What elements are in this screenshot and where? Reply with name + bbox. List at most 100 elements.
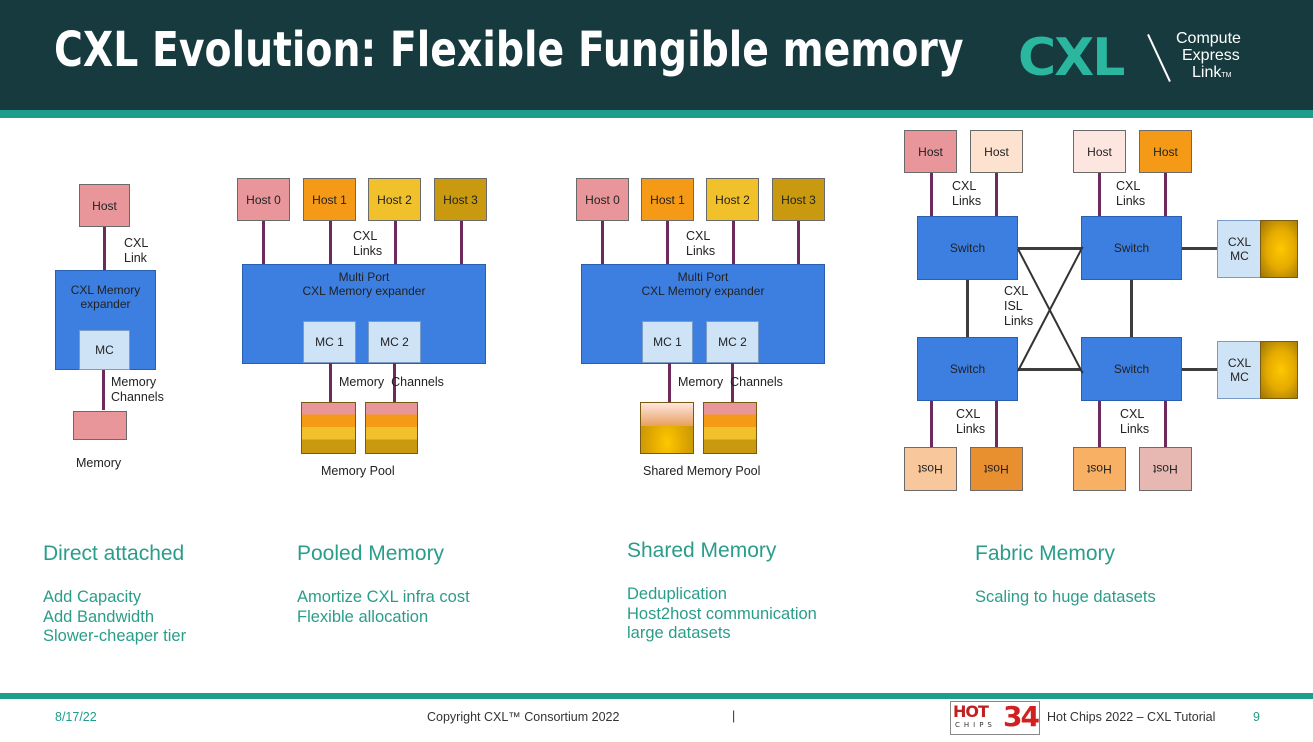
- pooled-host-2: Host 2: [368, 178, 421, 221]
- section-fabric-heading: Fabric Memory: [975, 542, 1116, 565]
- pooled-memory-stack-1: [301, 402, 356, 454]
- footer-stripe: [0, 693, 1313, 699]
- shared-link-1: [666, 221, 669, 265]
- fabric-link-top-3: [1098, 173, 1101, 217]
- bullet: Flexible allocation: [297, 607, 429, 626]
- shared-mc1: MC 1: [642, 321, 693, 363]
- fabric-mc-bottom: CXL MC: [1217, 341, 1262, 399]
- fabric-links-top-left-label: CXL Links: [952, 179, 982, 208]
- section-direct-heading: Direct attached: [43, 542, 185, 565]
- fabric-link-bottom-3: [1098, 401, 1101, 447]
- shared-host-3: Host 3: [772, 178, 825, 221]
- pooled-mc1: MC 1: [303, 321, 356, 363]
- pooled-link-2: [394, 221, 397, 265]
- section-shared-bullets: Deduplication Host2host communication la…: [627, 585, 817, 644]
- bullet: Amortize CXL infra cost: [297, 588, 470, 606]
- pooled-links-label: CXL Links: [353, 229, 383, 258]
- fabric-switch-bottom-right: Switch: [1081, 337, 1182, 401]
- fabric-switch-top-left: Switch: [917, 216, 1018, 280]
- pooled-link-1: [329, 221, 332, 265]
- fabric-mc-link-top: [1182, 247, 1217, 250]
- fabric-mc-link-bottom: [1182, 368, 1217, 371]
- bullet: Add Capacity: [43, 588, 142, 606]
- shared-host-0: Host 0: [576, 178, 629, 221]
- bullet: large datasets: [627, 624, 731, 642]
- fabric-host-bottom-3: Host: [1073, 447, 1126, 491]
- hot-chips-logo-hot: HOT: [953, 702, 989, 721]
- fabric-isl-right: [1130, 280, 1133, 337]
- shared-memory-stack: [703, 402, 757, 454]
- pooled-expander: Multi Port CXL Memory expander: [242, 264, 486, 364]
- shared-memory-block: [640, 402, 694, 454]
- shared-channel-2: [731, 363, 734, 403]
- fabric-mc-top: CXL MC: [1217, 220, 1262, 278]
- section-fabric-bullets: Scaling to huge datasets: [975, 588, 1156, 608]
- fabric-host-top-2: Host: [970, 130, 1023, 173]
- section-shared-heading: Shared Memory: [627, 539, 777, 562]
- section-pooled-bullets: Amortize CXL infra cost Flexible allocat…: [297, 588, 470, 627]
- fabric-link-bottom-2: [995, 401, 998, 447]
- shared-host-2: Host 2: [706, 178, 759, 221]
- fabric-link-top-2: [995, 173, 998, 217]
- fabric-host-bottom-1: Host: [904, 447, 957, 491]
- fabric-link-bottom-4: [1164, 401, 1167, 447]
- pooled-link-0: [262, 221, 265, 265]
- fabric-link-bottom-1: [930, 401, 933, 447]
- shared-link-0: [601, 221, 604, 265]
- shared-link-2: [732, 221, 735, 265]
- pooled-mc2: MC 2: [368, 321, 421, 363]
- logo-line-compute: Compute: [1176, 30, 1241, 47]
- direct-channel-line: [102, 370, 105, 410]
- direct-link-label: CXL Link: [124, 236, 149, 265]
- fabric-memory-bottom: [1260, 341, 1298, 399]
- hot-chips-logo: HOT CHIPS 34: [950, 700, 1040, 735]
- bullet: Add Bandwidth: [43, 607, 154, 626]
- slide-title: CXL Evolution: Flexible Fungible memory: [54, 22, 964, 78]
- fabric-link-top-1: [930, 173, 933, 217]
- footer-event: Hot Chips 2022 – CXL Tutorial: [1047, 710, 1216, 724]
- shared-mc2: MC 2: [706, 321, 759, 363]
- fabric-host-bottom-2: Host: [970, 447, 1023, 491]
- hot-chips-logo-chips: CHIPS: [955, 721, 996, 729]
- fabric-isl-bottom: [1018, 368, 1081, 371]
- shared-channel-1: [668, 363, 671, 403]
- fabric-link-top-4: [1164, 173, 1167, 217]
- slide-header: [0, 0, 1313, 110]
- direct-host: Host: [79, 184, 130, 227]
- logo-mark: CXL: [1018, 28, 1125, 88]
- direct-expander: CXL Memory expander: [55, 270, 156, 370]
- section-pooled-heading: Pooled Memory: [297, 542, 445, 565]
- logo-wordmark: Compute Express LinkTM: [1176, 30, 1241, 84]
- bullet: Deduplication: [627, 585, 727, 603]
- fabric-host-top-4: Host: [1139, 130, 1192, 173]
- direct-memory-block: [73, 411, 127, 440]
- pooled-memory-stack-2: [365, 402, 418, 454]
- pooled-pool-label: Memory Pool: [321, 464, 395, 478]
- shared-host-1: Host 1: [641, 178, 694, 221]
- fabric-links-top-right-label: CXL Links: [1116, 179, 1146, 208]
- fabric-links-bottom-left-label: CXL Links: [956, 407, 986, 436]
- fabric-isl-top: [1018, 247, 1081, 250]
- footer-date: 8/17/22: [55, 710, 97, 724]
- logo-divider: [1147, 34, 1171, 82]
- direct-channels-label: Memory Channels: [111, 375, 164, 404]
- direct-mc: MC: [79, 330, 130, 370]
- fabric-host-bottom-4: Host: [1139, 447, 1192, 491]
- fabric-memory-top: [1260, 220, 1298, 278]
- fabric-isl-left: [966, 280, 969, 337]
- cxl-logo: CXL Compute Express LinkTM: [1018, 30, 1278, 86]
- shared-channels-label: Memory Channels: [678, 375, 783, 389]
- fabric-links-bottom-right-label: CXL Links: [1120, 407, 1150, 436]
- logo-line-express: Express: [1182, 47, 1240, 64]
- bullet: Scaling to huge datasets: [975, 588, 1156, 606]
- direct-cxl-link-line: [103, 227, 106, 271]
- shared-pool-label: Shared Memory Pool: [643, 464, 761, 478]
- footer-copyright: Copyright CXL™ Consortium 2022: [427, 710, 620, 724]
- shared-links-label: CXL Links: [686, 229, 716, 258]
- section-direct-bullets: Add Capacity Add Bandwidth Slower-cheape…: [43, 588, 186, 647]
- pooled-channel-1: [329, 363, 332, 403]
- shared-expander: Multi Port CXL Memory expander: [581, 264, 825, 364]
- logo-line-link: LinkTM: [1192, 64, 1232, 81]
- shared-link-3: [797, 221, 800, 265]
- direct-memory-label: Memory: [76, 456, 122, 470]
